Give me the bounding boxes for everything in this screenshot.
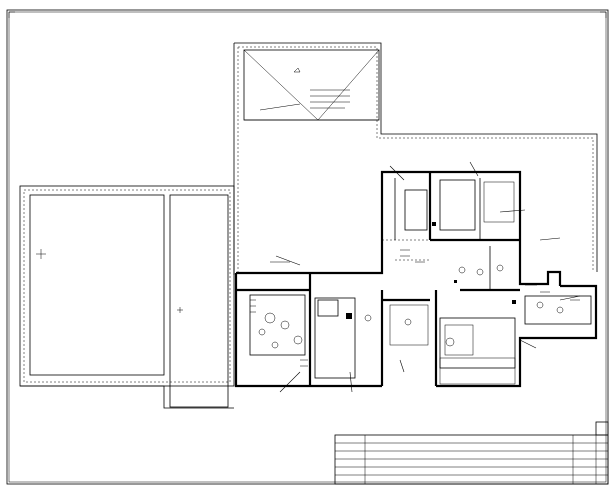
annotation-leaders xyxy=(270,161,581,393)
terrace-outline xyxy=(233,42,598,275)
title-block xyxy=(334,421,609,485)
main-floor-plan xyxy=(234,170,598,388)
sheet-frame xyxy=(6,9,609,485)
skylight-box xyxy=(243,49,380,121)
left-garage xyxy=(19,185,235,409)
